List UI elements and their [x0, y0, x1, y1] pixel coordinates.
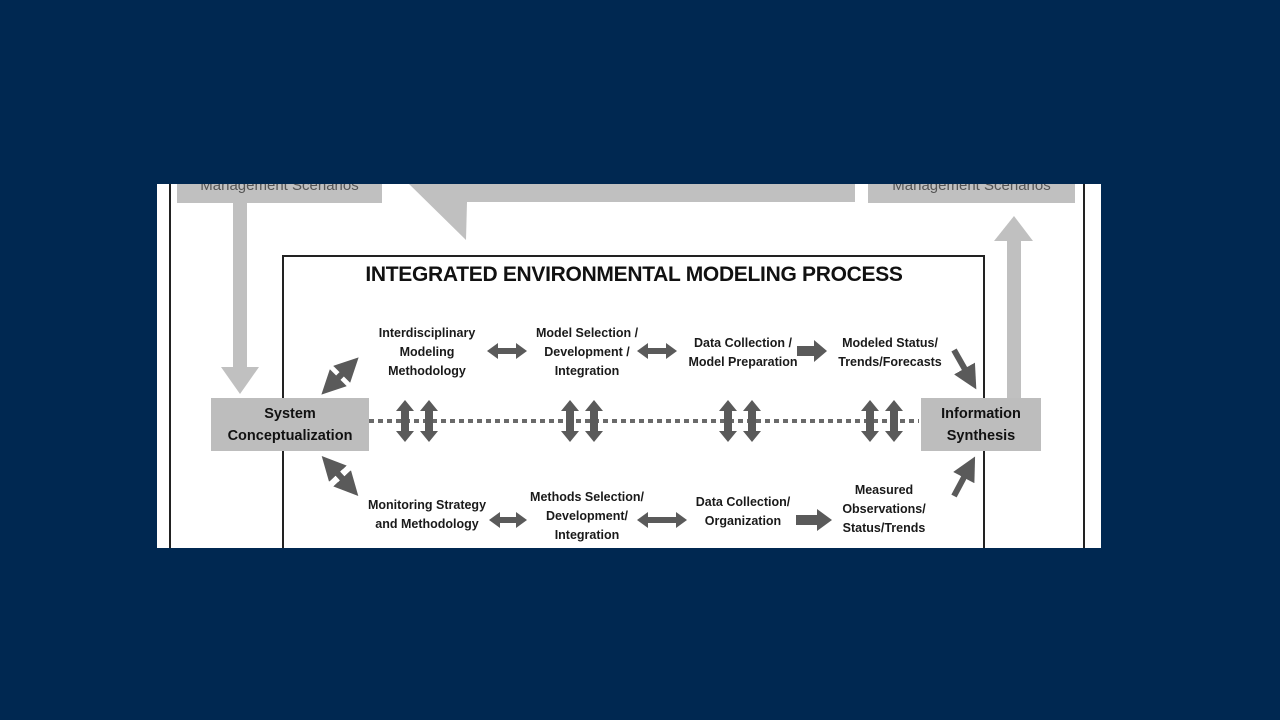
vertical-double-arrow-1-1: [396, 400, 414, 442]
vertical-double-arrow-2-2: [585, 400, 603, 442]
node-model-selection: Model Selection / Development / Integrat…: [536, 324, 638, 381]
node-top-1-line-2: Modeling: [399, 345, 455, 359]
top-row-link-arrows: [487, 340, 827, 362]
node-bottom-3-line-1: Data Collection/: [695, 495, 791, 509]
node-bottom-1-line-1: Monitoring Strategy: [367, 498, 487, 512]
vertical-double-arrow-4-2: [885, 400, 903, 442]
node-bottom-2-line-3: Integration: [554, 528, 620, 542]
node-top-2-line-1: Model Selection /: [535, 326, 639, 340]
node-modeled-status: Modeled Status/ Trends/Forecasts: [838, 334, 942, 372]
node-bottom-2-line-1: Methods Selection/: [530, 490, 644, 504]
node-bottom-4-line-3: Status/Trends: [842, 521, 926, 535]
node-top-4-line-1: Modeled Status/: [842, 336, 938, 350]
system-conceptualization-box: System Conceptualization: [211, 398, 369, 451]
node-top-2-line-2: Development /: [544, 345, 630, 359]
management-scenarios-right: Management Scenarios: [868, 184, 1075, 203]
top-callout-banner: [407, 184, 855, 240]
vertical-arrow-pairs: [396, 400, 903, 442]
info-box-line-2: Synthesis: [946, 427, 1016, 444]
single-arrow-top-3: [797, 340, 827, 362]
node-top-3-line-2: Model Preparation: [688, 355, 798, 369]
node-data-collection-model-prep: Data Collection / Model Preparation: [688, 334, 797, 372]
node-bottom-1-line-2: and Methodology: [375, 517, 479, 531]
diag-arrow-lower-right: [951, 456, 976, 498]
right-flow-arrow-shaft: [1007, 239, 1021, 402]
information-synthesis-box: Information Synthesis: [921, 398, 1041, 451]
node-data-collection-organization: Data Collection/ Organization: [696, 493, 790, 531]
node-top-1-line-1: Interdisciplinary: [378, 326, 476, 340]
vertical-double-arrow-2-1: [561, 400, 579, 442]
single-arrow-bottom-3: [796, 509, 832, 531]
node-bottom-4-line-1: Measured: [854, 483, 914, 497]
management-scenarios-left: Management Scenarios: [177, 184, 382, 203]
node-bottom-2-line-2: Development/: [546, 509, 628, 523]
info-box-line-1: Information: [941, 405, 1021, 422]
diag-arrow-upper-right: [951, 348, 977, 390]
vertical-double-arrow-4-1: [861, 400, 879, 442]
left-flow-arrow-shaft: [233, 202, 247, 370]
node-interdisciplinary-modeling: Interdisciplinary Modeling Methodology: [379, 324, 476, 381]
system-box-line-2: Conceptualization: [227, 427, 353, 444]
double-arrow-top-2: [637, 343, 677, 359]
node-top-4-line-2: Trends/Forecasts: [838, 355, 942, 369]
right-flow-arrow-head: [994, 216, 1033, 241]
diag-arrow-lower-left-back: [321, 456, 354, 491]
system-box-line-1: System: [264, 405, 316, 422]
diagram-figure: Management Scenarios Management Scenario…: [157, 184, 1101, 548]
diagram-graphics: [169, 184, 1085, 548]
node-measured-observations: Measured Observations/ Status/Trends: [842, 481, 925, 538]
diag-arrow-upper-left-back: [321, 362, 354, 395]
double-arrow-bottom-2: [637, 512, 687, 528]
node-bottom-3-line-2: Organization: [704, 514, 782, 528]
left-flow-arrow-head: [221, 367, 259, 394]
vertical-double-arrow-1-2: [420, 400, 438, 442]
bottom-row-link-arrows: [489, 509, 832, 531]
vertical-double-arrow-3-2: [743, 400, 761, 442]
vertical-double-arrow-3-1: [719, 400, 737, 442]
node-top-1-line-3: Methodology: [388, 364, 466, 378]
node-top-2-line-3: Integration: [554, 364, 620, 378]
node-bottom-4-line-2: Observations/: [842, 502, 926, 516]
node-top-3-line-1: Data Collection /: [694, 336, 792, 350]
node-monitoring-strategy: Monitoring Strategy and Methodology: [368, 496, 486, 534]
diagram-title: INTEGRATED ENVIRONMENTAL MODELING PROCES…: [365, 263, 903, 286]
double-arrow-bottom-1: [489, 512, 527, 528]
double-arrow-top-1: [487, 343, 527, 359]
node-methods-selection: Methods Selection/ Development/ Integrat…: [530, 488, 644, 545]
